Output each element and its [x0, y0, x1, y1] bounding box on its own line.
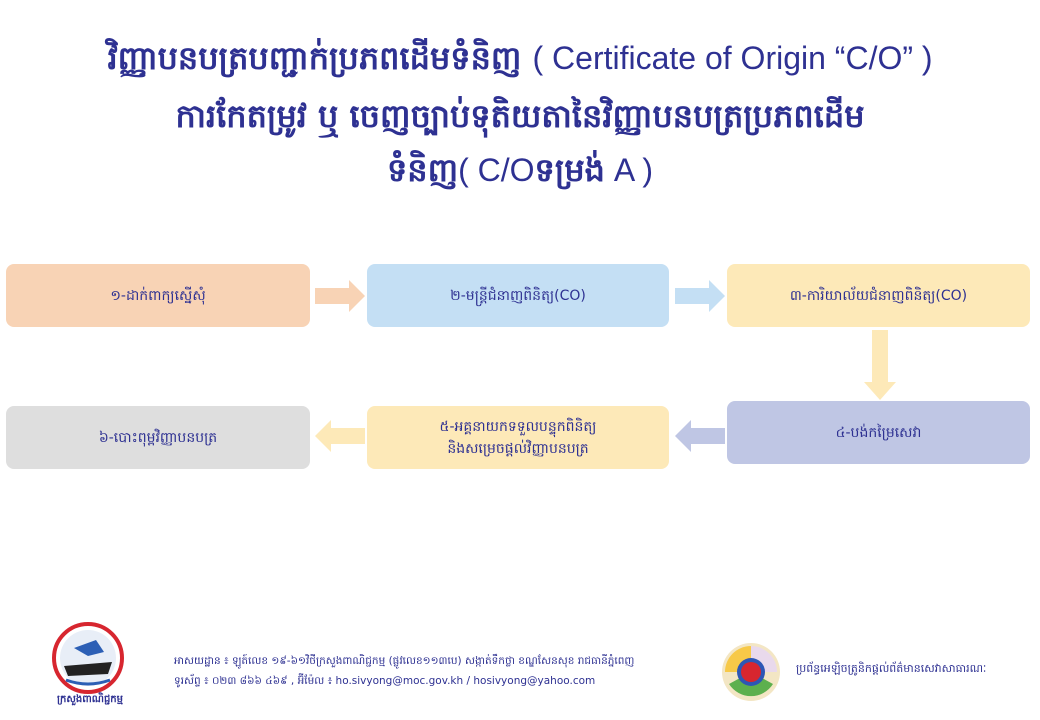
system-label: ប្រព័ន្ធអេឡិចត្រូនិកផ្តល់ព័ត៌មានសេវាសាធា…: [796, 662, 987, 675]
title-line-3-a: A ): [604, 152, 653, 188]
step-3-label: ៣-ការិយាល័យជំនាញពិនិត្យ(CO): [789, 287, 968, 304]
arrow-right-icon: [675, 280, 725, 312]
arrow-right-icon: [315, 280, 365, 312]
title-line-2: ការកែតម្រូវ ឬ ចេញច្បាប់ទុតិយតានៃវិញ្ញាបន…: [175, 97, 865, 135]
title-english: ( Certificate of Origin “C/O” ): [532, 40, 933, 76]
step-5-label: ៥-អគ្គនាយកទទួលបន្ទុកពិនិត្យ: [439, 418, 597, 435]
step-2-box: ២-មន្ត្រីជំនាញពិនិត្យ(CO): [367, 264, 669, 327]
step-1-box: ១-ដាក់ពាក្យស្នើសុំ: [6, 264, 310, 327]
arrow-down-icon: [864, 330, 896, 400]
ministry-logo-text: ក្រសួងពាណិជ្ជកម្ម: [57, 694, 123, 705]
title-line-3: ទំនិញ( C/Oទម្រង់ A ): [0, 150, 1040, 197]
title-line-3-form: ទម្រង់: [534, 151, 605, 189]
step-5-label-2: និងសម្រេចផ្តល់វិញ្ញាបនបត្រ: [447, 440, 589, 457]
step-5-box: ៥-អគ្គនាយកទទួលបន្ទុកពិនិត្យនិងសម្រេចផ្តល…: [367, 406, 669, 469]
step-3-box: ៣-ការិយាល័យជំនាញពិនិត្យ(CO): [727, 264, 1030, 327]
public-service-logo-icon: [722, 643, 780, 701]
arrow-left-icon: [315, 420, 365, 452]
title-line-3-khmer: ទំនិញ: [386, 151, 459, 189]
title-line-1: វិញ្ញាបនបត្របញ្ជាក់ប្រភពដើមទំនិញ ( Certi…: [0, 38, 1040, 85]
contact-text: ទូរស័ព្ទ ៖ ០២៣ ៨៦៦ ៤៦៩ , អ៊ីម៉ែល ៖ ho.si…: [174, 675, 596, 687]
title-khmer: វិញ្ញាបនបត្របញ្ជាក់ប្រភពដើមទំនិញ: [107, 39, 522, 77]
step-4-box: ៤-បង់កម្រៃសេវា: [727, 401, 1030, 464]
step-6-label: ៦-បោះពុម្ពវិញ្ញាបនបត្រ: [98, 429, 218, 446]
address-text: អាសយដ្ឋាន ៖ ឡូត៍លេខ ១៩-៦១វិថីក្រសួងពាណិជ…: [174, 655, 635, 667]
ministry-logo: [52, 622, 124, 694]
step-2-label: ២-មន្ត្រីជំនាញពិនិត្យ(CO): [450, 287, 586, 304]
ministry-emblem-icon: [52, 622, 124, 694]
step-4-label: ៤-បង់កម្រៃសេវា: [835, 424, 922, 441]
step-1-label: ១-ដាក់ពាក្យស្នើសុំ: [110, 287, 206, 304]
step-6-box: ៦-បោះពុម្ពវិញ្ញាបនបត្រ: [6, 406, 310, 469]
arrow-left-icon: [675, 420, 725, 452]
title-line-3-co: ( C/O: [458, 152, 535, 188]
